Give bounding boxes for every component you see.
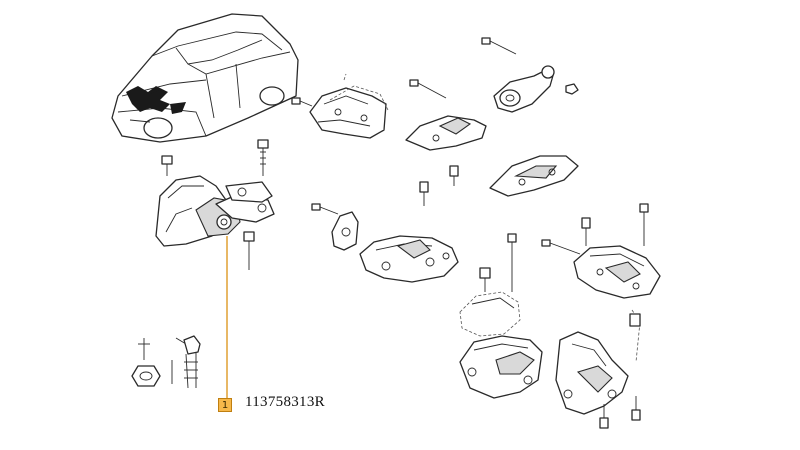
nut-icon <box>131 338 161 387</box>
bracket-icon <box>405 79 487 206</box>
bracket-icon <box>489 155 579 197</box>
bracket-icon <box>481 37 579 113</box>
engine-mount-icon <box>459 233 543 399</box>
callout-index-badge[interactable]: 1 <box>218 398 232 412</box>
part-number-label[interactable]: 113758313R <box>245 394 325 410</box>
engine-mount-icon <box>155 175 275 247</box>
bracket-icon <box>555 331 641 429</box>
car-icon <box>111 13 299 143</box>
bracket-icon <box>311 203 359 251</box>
bolt-icon <box>171 335 201 389</box>
bracket-icon <box>291 73 389 139</box>
bracket-icon <box>541 203 661 363</box>
bolt-icon <box>161 139 269 270</box>
bracket-icon <box>359 235 459 283</box>
